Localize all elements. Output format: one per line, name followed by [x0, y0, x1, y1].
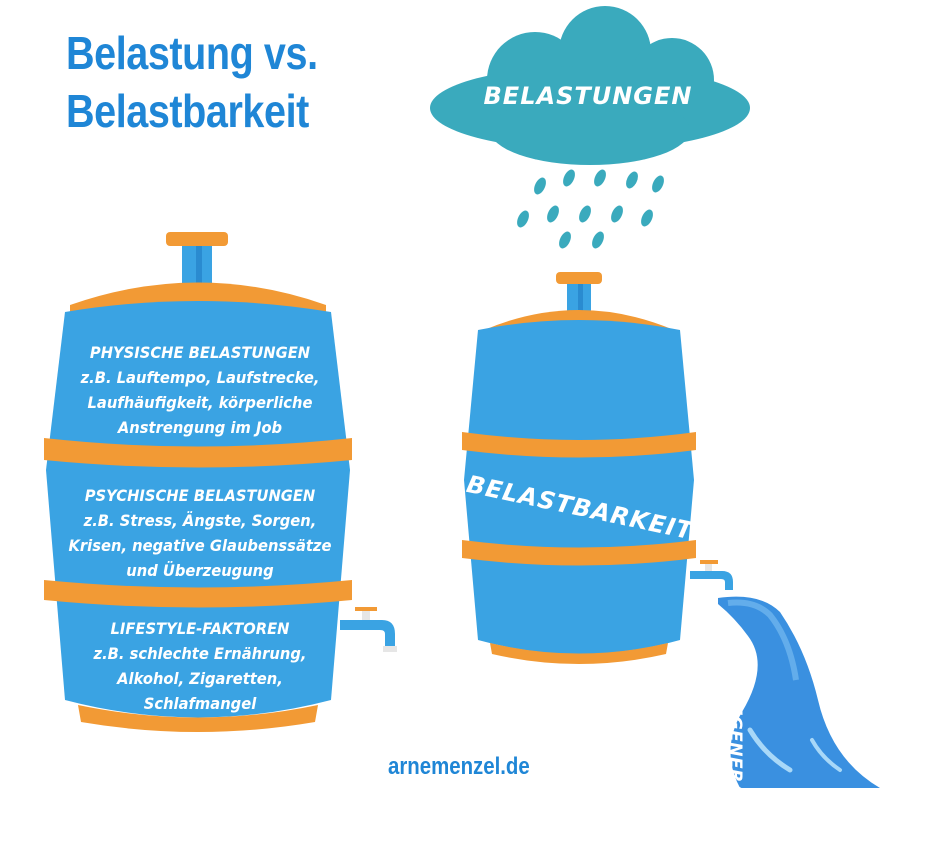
regeneration-label: REGENERATION: [725, 690, 745, 843]
title-line-2: Belastbarkeit: [66, 85, 309, 137]
section-physical-line: Laufhäufigkeit, körperliche: [87, 393, 313, 412]
section-lifestyle: LIFESTYLE-FAKTOREN z.B. schlechte Ernähr…: [53, 616, 347, 716]
section-physical: PHYSISCHE BELASTUNGEN z.B. Lauftempo, La…: [53, 340, 347, 440]
left-barrel: [44, 232, 397, 732]
section-psychological-heading: PSYCHISCHE BELASTUNGEN: [84, 486, 316, 505]
section-physical-heading: PHYSISCHE BELASTUNGEN: [89, 343, 311, 362]
page-title: Belastung vs. Belastbarkeit: [66, 24, 318, 140]
cloud-label: BELASTUNGEN: [483, 82, 693, 110]
section-lifestyle-line: Alkohol, Zigaretten,: [117, 669, 283, 688]
right-barrel: [462, 272, 733, 664]
infographic: Belastung vs. Belastbarkeit BELASTUNGEN …: [44, 6, 880, 788]
illustration: [44, 6, 880, 788]
section-psychological-line: z.B. Stress, Ängste, Sorgen,: [83, 511, 317, 530]
regeneration-stream: [718, 596, 880, 788]
section-physical-line: z.B. Lauftempo, Laufstrecke,: [80, 368, 320, 387]
title-line-1: Belastung vs.: [66, 27, 318, 79]
section-lifestyle-line: Schlafmangel: [143, 694, 257, 713]
section-psychological: PSYCHISCHE BELASTUNGEN z.B. Stress, Ängs…: [53, 483, 347, 583]
section-psychological-line: und Überzeugung: [126, 561, 274, 580]
section-lifestyle-line: z.B. schlechte Ernährung,: [93, 644, 307, 663]
section-lifestyle-heading: LIFESTYLE-FAKTOREN: [110, 619, 290, 638]
section-physical-line: Anstrengung im Job: [117, 418, 283, 437]
cloud: [430, 6, 750, 165]
raindrops: [517, 169, 664, 249]
website-credit: arnemenzel.de: [388, 753, 530, 780]
section-psychological-line: Krisen, negative Glaubenssätze: [68, 536, 332, 555]
